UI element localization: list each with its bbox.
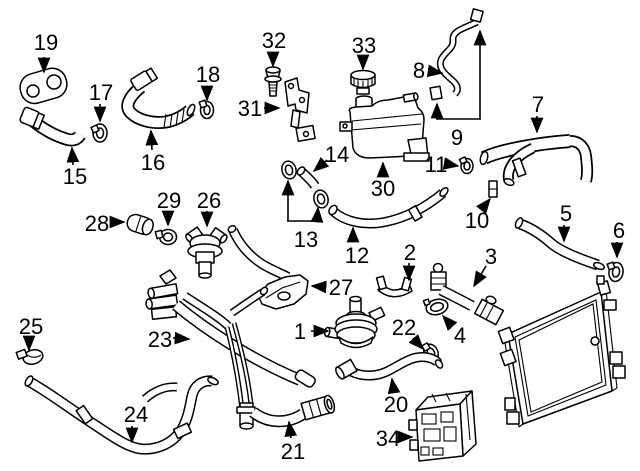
callout-11[interactable]: 11 xyxy=(425,152,448,177)
callout-20[interactable]: 20 xyxy=(384,392,408,417)
callout-10[interactable]: 10 xyxy=(465,208,489,233)
callout-31[interactable]: 31 xyxy=(238,96,262,121)
part-14-hose[interactable] xyxy=(296,166,320,189)
callout-5[interactable]: 5 xyxy=(560,201,572,226)
part-9-retainer-a[interactable] xyxy=(469,8,484,23)
callout-23[interactable]: 23 xyxy=(148,327,172,352)
part-33-cap[interactable] xyxy=(350,69,376,95)
part-27-shield[interactable] xyxy=(227,224,309,310)
radiator[interactable] xyxy=(497,275,626,428)
part-21-hose[interactable] xyxy=(236,394,336,430)
part-16-hose[interactable] xyxy=(121,67,196,129)
part-31-bracket[interactable] xyxy=(284,77,316,143)
leader-lines xyxy=(22,29,624,444)
callout-33[interactable]: 33 xyxy=(352,33,376,58)
part-5-hose[interactable] xyxy=(514,217,606,271)
part-4-seal[interactable] xyxy=(422,297,449,317)
part-6-clamp[interactable] xyxy=(606,261,624,283)
part-12-hose[interactable] xyxy=(327,186,449,229)
part-24-hose[interactable] xyxy=(24,375,220,455)
callout-labels: 19 17 18 16 15 32 33 31 8 9 30 14 13 11 … xyxy=(19,28,625,464)
callout-24[interactable]: 24 xyxy=(124,402,148,427)
part-13-clamps[interactable] xyxy=(280,159,330,209)
callout-14[interactable]: 14 xyxy=(325,142,349,167)
callout-2[interactable]: 2 xyxy=(404,240,416,265)
part-25-clamp[interactable] xyxy=(15,348,44,367)
part-3-hose[interactable] xyxy=(430,262,505,326)
callout-19[interactable]: 19 xyxy=(34,30,58,55)
part-15-hose[interactable] xyxy=(19,106,86,147)
callout-12[interactable]: 12 xyxy=(345,243,369,268)
callout-28[interactable]: 28 xyxy=(85,211,109,236)
callout-3[interactable]: 3 xyxy=(485,244,497,269)
callout-17[interactable]: 17 xyxy=(89,80,113,105)
part-10-bracket[interactable] xyxy=(488,180,498,198)
part-2-bracket[interactable] xyxy=(375,275,413,298)
part-32-bolt[interactable] xyxy=(264,66,282,97)
callout-15[interactable]: 15 xyxy=(63,164,87,189)
callout-29[interactable]: 29 xyxy=(157,188,181,213)
part-29-clamp[interactable] xyxy=(154,228,178,246)
callout-4[interactable]: 4 xyxy=(454,323,466,348)
callout-16[interactable]: 16 xyxy=(141,150,165,175)
callout-30[interactable]: 30 xyxy=(371,176,395,201)
callout-8[interactable]: 8 xyxy=(413,58,425,83)
part-17-clamp[interactable] xyxy=(90,123,108,143)
part-11-clamp[interactable] xyxy=(458,156,474,175)
part-26-valve[interactable] xyxy=(185,226,229,279)
callout-7[interactable]: 7 xyxy=(532,92,544,117)
callout-21[interactable]: 21 xyxy=(281,439,305,464)
callout-13[interactable]: 13 xyxy=(294,227,318,252)
part-9-retainer-b[interactable] xyxy=(429,85,443,101)
callout-22[interactable]: 22 xyxy=(392,315,416,340)
part-1-pump[interactable] xyxy=(323,295,386,349)
callout-32[interactable]: 32 xyxy=(262,28,286,53)
part-18-clamp[interactable] xyxy=(198,99,215,120)
callout-18[interactable]: 18 xyxy=(196,62,220,87)
callout-6[interactable]: 6 xyxy=(613,218,625,243)
callout-34[interactable]: 34 xyxy=(376,426,400,451)
part-30-reservoir[interactable] xyxy=(339,92,430,162)
part-23-pipes[interactable] xyxy=(142,269,317,411)
part-8-hose[interactable] xyxy=(436,18,479,97)
callout-26[interactable]: 26 xyxy=(197,188,221,213)
callout-9[interactable]: 9 xyxy=(451,125,463,150)
part-7-hose[interactable] xyxy=(479,134,594,187)
part-28-plug[interactable] xyxy=(125,212,155,236)
part-20-hose[interactable] xyxy=(334,351,444,381)
callout-1[interactable]: 1 xyxy=(294,319,306,344)
part-34-module[interactable] xyxy=(408,390,477,462)
callout-27[interactable]: 27 xyxy=(329,275,353,300)
callout-25[interactable]: 25 xyxy=(19,314,43,339)
